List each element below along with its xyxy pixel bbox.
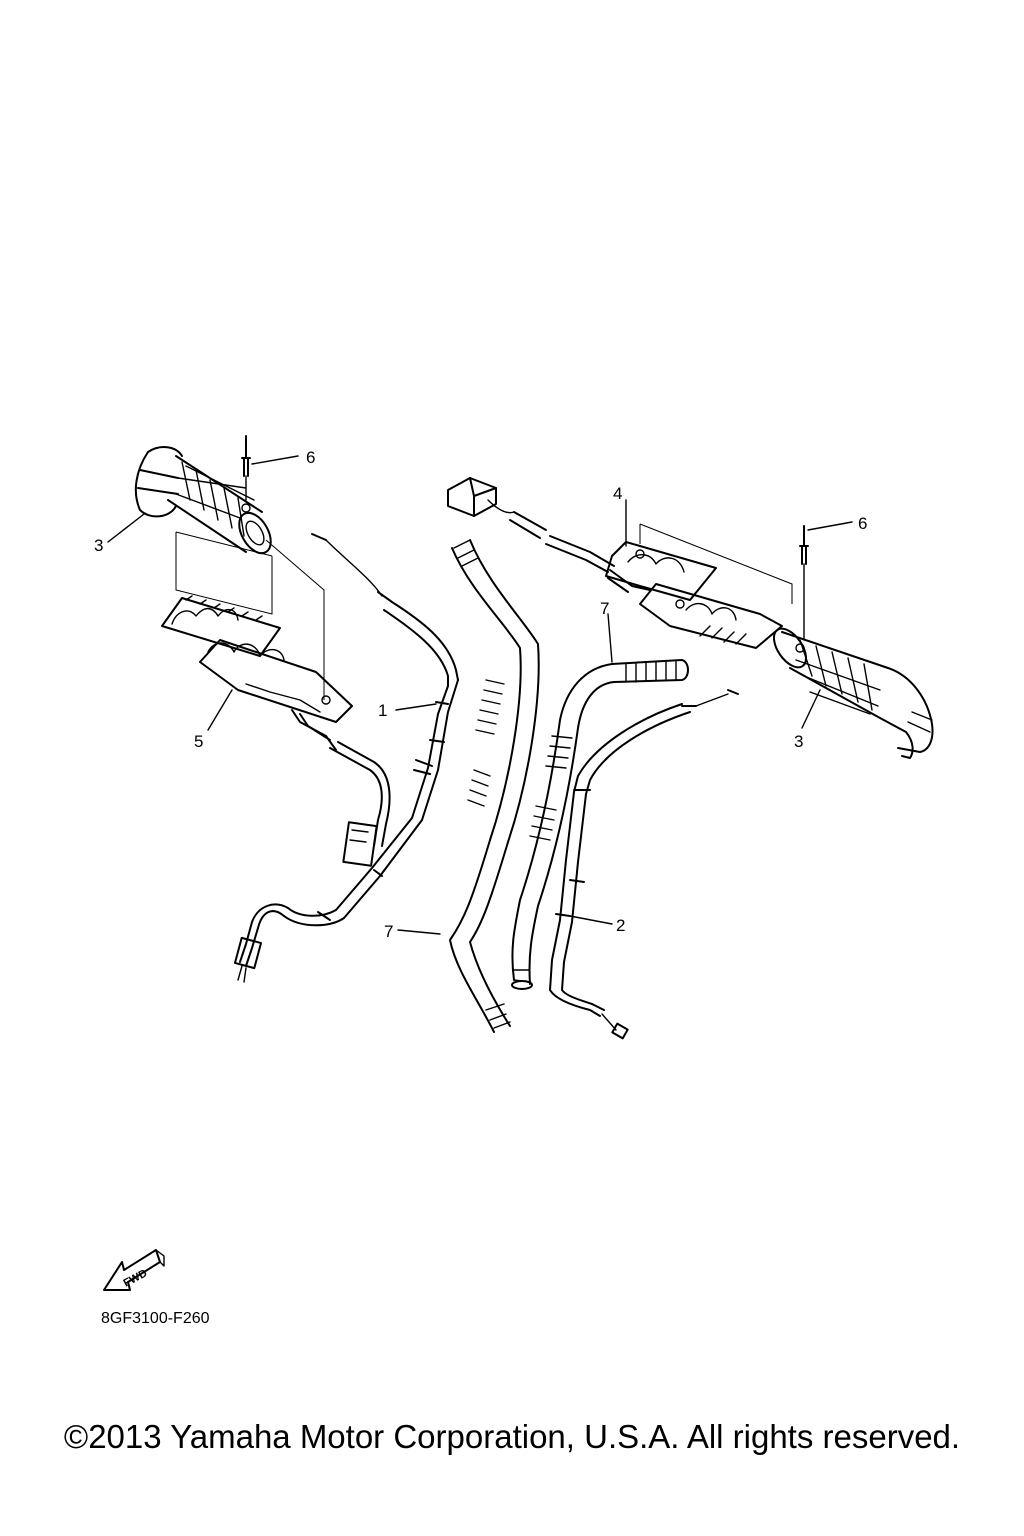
fwd-arrow-icon: FWD — [103, 1249, 165, 1291]
copyright-text: ©2013 Yamaha Motor Corporation, U.S.A. A… — [63, 1418, 961, 1455]
callout-1: 1 — [378, 701, 387, 720]
callout-4: 4 — [613, 484, 622, 503]
callout-6-right: 6 — [858, 514, 867, 533]
right-heater-element — [605, 541, 783, 649]
callout-5: 5 — [194, 732, 203, 751]
cable-2 — [549, 689, 739, 1040]
fwd-label: FWD — [122, 1267, 150, 1289]
callout-3-left: 3 — [94, 536, 103, 555]
left-screw — [241, 435, 251, 501]
throttle-cable-1 — [233, 533, 459, 983]
right-heater-frame — [639, 523, 793, 604]
hose-7-left — [449, 539, 540, 1033]
left-grip — [134, 446, 272, 555]
hose-7-right — [511, 659, 689, 990]
right-grip — [773, 627, 934, 759]
right-connector — [447, 477, 615, 573]
callout-6-left: 6 — [306, 448, 315, 467]
callout-2: 2 — [616, 916, 625, 935]
callout-7-bottom: 7 — [384, 922, 393, 941]
diagram-code: 8GF3100-F260 — [101, 1310, 210, 1327]
callout-3-right: 3 — [794, 732, 803, 751]
left-heater-element — [161, 595, 391, 867]
left-heater-frame — [175, 531, 325, 700]
callout-7-top: 7 — [600, 599, 609, 618]
right-screw — [799, 525, 809, 641]
leader-lines — [107, 455, 853, 935]
